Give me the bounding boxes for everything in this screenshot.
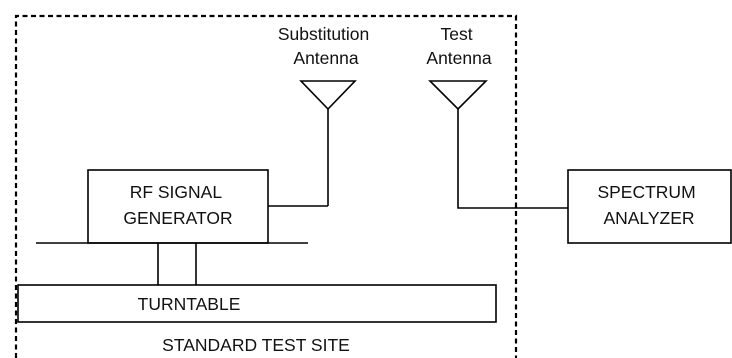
substitution-antenna-label-line-2: Antenna [293, 48, 358, 68]
substitution-antenna: Substitution Antenna [278, 24, 374, 206]
rf-signal-generator-box [87, 169, 269, 244]
substitution-antenna-symbol [299, 80, 357, 111]
test-antenna-label-line-2: Antenna [426, 48, 491, 68]
rf-signal-generator: RF SIGNAL GENERATOR [87, 169, 269, 244]
spectrum-analyzer-label-line-1: SPECTRUM [597, 182, 695, 202]
test-antenna-label: Test Antenna [426, 24, 491, 68]
spectrum-analyzer-label-line-2: ANALYZER [603, 208, 694, 228]
test-antenna-cable [457, 109, 568, 209]
turntable-label: TURNTABLE [138, 294, 241, 314]
rf-signal-generator-label-line-2: GENERATOR [123, 208, 232, 228]
rf-signal-generator-label: RF SIGNAL GENERATOR [123, 182, 232, 228]
rf-signal-generator-label-line-1: RF SIGNAL [130, 182, 223, 202]
turntable: TURNTABLE [17, 284, 497, 323]
spectrum-analyzer-box [567, 169, 732, 244]
standard-test-site-label: STANDARD TEST SITE [162, 335, 350, 355]
substitution-antenna-label: Substitution Antenna [278, 24, 374, 68]
test-antenna-symbol [428, 80, 488, 111]
substitution-antenna-label-line-1: Substitution [278, 24, 369, 44]
test-antenna-label-line-1: Test [441, 24, 473, 44]
turntable-box [17, 284, 497, 323]
spectrum-analyzer: SPECTRUM ANALYZER [567, 169, 732, 244]
test-site-boundary [14, 14, 518, 358]
spectrum-analyzer-label: SPECTRUM ANALYZER [597, 182, 700, 228]
test-antenna: Test Antenna [426, 24, 492, 111]
